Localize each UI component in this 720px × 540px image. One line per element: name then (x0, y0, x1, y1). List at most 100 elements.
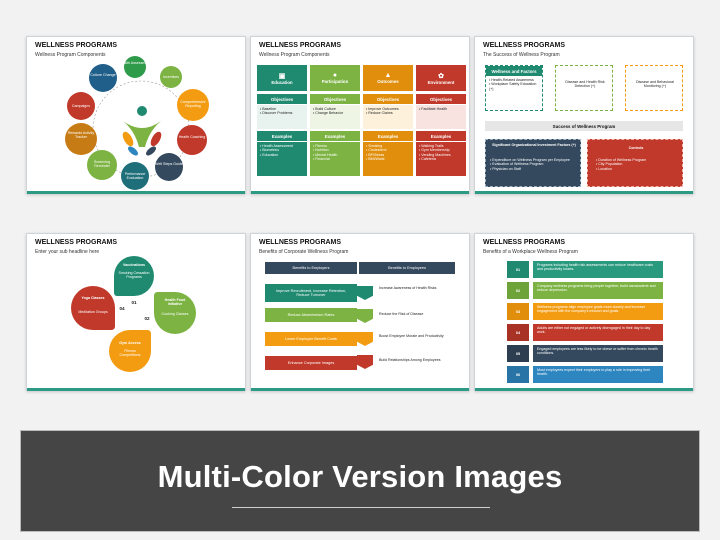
petal-gym (109, 330, 151, 372)
objectives-label: Objectives (310, 94, 360, 104)
component-well-steps-guide (155, 153, 183, 181)
petal-health-food (154, 292, 196, 334)
slide-title: WELLNESS PROGRAMS (483, 239, 566, 246)
petal-body: Meditation Groups (78, 310, 108, 314)
employee-benefit: Reduce the Risk of Disease (379, 312, 424, 316)
factor-head: Wellness and Factors (486, 66, 542, 76)
petal-head: Vaccinations (123, 263, 145, 267)
employee-benefit: Boost Employee Morale and Productivity (379, 334, 444, 338)
slide-title: WELLNESS PROGRAMS (35, 239, 118, 246)
petal-head: Gym Access (119, 341, 141, 345)
column-header-environment: ✿Environment (416, 65, 466, 91)
employee-benefit: Build Relationships Among Employees (379, 358, 441, 362)
thumbnail-slide-4[interactable]: WELLNESS PROGRAMS Enter your sub headlin… (26, 233, 246, 391)
examples-label: Examples (363, 131, 413, 141)
employer-benefit: Improve Recruitment, Increase Retention,… (265, 284, 357, 302)
employer-benefit: Lower Employee Benefit Costs (265, 332, 357, 346)
employer-benefit: Reduce Absenteeism Rates (265, 308, 357, 322)
petal-number: 04 (119, 306, 125, 311)
label-culture-change: Culture Change (90, 73, 116, 77)
petal-number: 03 (128, 323, 134, 328)
label-comprehensive-reporting: Comprehensive Reporting (180, 100, 206, 109)
component-culture-change (89, 64, 117, 92)
item-number: 04 (507, 324, 529, 341)
label-health-assessment: Health Assessment (119, 61, 151, 65)
objectives-label: Objectives (257, 94, 307, 104)
success-bar: Success of Wellness Program (485, 121, 683, 131)
people-icon: ● (332, 72, 338, 79)
number-marker (357, 332, 373, 346)
factor-box-investment: Significant Organizational Investment Fa… (485, 139, 581, 187)
thumbnail-slide-6[interactable]: WELLNESS PROGRAMS Benefits of a Workplac… (474, 233, 694, 391)
book-icon: ▣ (278, 72, 286, 80)
thumbnail-slide-2[interactable]: WELLNESS PROGRAMS Wellness Program Compo… (250, 36, 470, 194)
petal-head: Health Food Initiative (164, 298, 186, 307)
component-comprehensive-reporting (177, 89, 209, 121)
thumbnail-slide-5[interactable]: WELLNESS PROGRAMS Benefits of Corporate … (250, 233, 470, 391)
factor-body: Disease and Health Risk Detection (+) (565, 80, 605, 89)
petal-yoga (71, 286, 115, 330)
wellness-figure-icon (122, 106, 162, 156)
label-performance-evaluation: Performance Evaluation (124, 172, 146, 181)
slide-title: WELLNESS PROGRAMS (259, 239, 342, 246)
label-campaigns: Campaigns (71, 104, 91, 108)
item-text: Wellness programs align employee goals m… (533, 303, 663, 320)
slide-title: WELLNESS PROGRAMS (259, 42, 342, 49)
component-screening-reminder (87, 150, 117, 180)
objectives-items: • Build Culture • Change Behavior (310, 105, 360, 129)
component-health-assessment (124, 56, 146, 78)
slide-title: WELLNESS PROGRAMS (35, 42, 118, 49)
chart-icon: ▲ (384, 72, 392, 79)
item-text: Programs including health risk assessmen… (533, 261, 663, 278)
slide-title: WELLNESS PROGRAMS (483, 42, 566, 49)
factor-box-detection: Disease and Health Risk Detection (+) (555, 65, 613, 111)
column-header-participation: ●Participation (310, 65, 360, 91)
column-header-education: ▣Education (257, 65, 307, 91)
factor-body: Disease and Behavioral Monitoring (+) (636, 80, 674, 89)
banner-title: Multi-Color Version Images (157, 459, 563, 494)
banner-underline (232, 507, 490, 508)
examples-items: • Health Assessment • Biometrics • Educa… (257, 142, 307, 176)
petal-body: Smoking Cessation Programs (118, 271, 150, 280)
item-number: 01 (507, 261, 529, 278)
examples-items: • Fitness • Nutrition • Mental Health • … (310, 142, 360, 176)
version-banner: Multi-Color Version Images (20, 430, 700, 532)
employee-benefit: Increase Awareness of Health Risks (379, 286, 437, 290)
examples-items: • Smoking • Cholesterol • BP/Stress • BM… (363, 142, 413, 176)
factor-head: Controls (628, 146, 644, 150)
slide-subtitle: Enter your sub headline here (35, 249, 100, 255)
factor-box-wellness: Wellness and Factors • Health-Related Aw… (485, 65, 543, 111)
item-text: Adults are either not engaged or activel… (533, 324, 663, 341)
objectives-items: • Facilitate Health (416, 105, 466, 129)
employers-header: Benefits to Employers (265, 262, 357, 274)
item-number: 05 (507, 345, 529, 362)
number-marker (357, 355, 373, 369)
thumbnail-slide-3[interactable]: WELLNESS PROGRAMS The Success of Wellnes… (474, 36, 694, 194)
examples-label: Examples (257, 131, 307, 141)
examples-items: • Walking Trails • Gym Membership • Vend… (416, 142, 466, 176)
label-incentives: Incentives (162, 75, 180, 79)
slide-subtitle: The Success of Wellness Program (483, 52, 560, 58)
component-campaigns (67, 92, 95, 120)
label-rewards-activity-tracker: Rewards Activity Tracker (67, 131, 95, 140)
factor-head: Significant Organizational Investment Fa… (492, 143, 576, 147)
number-marker (357, 309, 373, 323)
objectives-label: Objectives (363, 94, 413, 104)
factor-box-monitoring: Disease and Behavioral Monitoring (+) (625, 65, 683, 111)
item-text: Engaged employees are less likely to be … (533, 345, 663, 362)
employer-benefit: Enhance Corporate Images (265, 356, 357, 370)
slide-subtitle: Wellness Program Components (259, 52, 330, 58)
component-rewards-activity-tracker (65, 123, 97, 155)
petal-vaccinations (114, 256, 154, 296)
factor-body: • Duration of Wellness Program • City Po… (596, 158, 647, 171)
petal-number: 01 (131, 300, 137, 305)
thumbnail-slide-1[interactable]: WELLNESS PROGRAMS Wellness Program Compo… (26, 36, 246, 194)
objectives-label: Objectives (416, 94, 466, 104)
petal-number: 02 (144, 316, 150, 321)
component-performance-evaluation (121, 162, 149, 190)
examples-label: Examples (416, 131, 466, 141)
item-number: 03 (507, 303, 529, 320)
slide-subtitle: Benefits of Corporate Wellness Program (259, 249, 349, 255)
item-number: 02 (507, 282, 529, 299)
label-well-steps-guide: Well Steps Guide (155, 162, 183, 166)
